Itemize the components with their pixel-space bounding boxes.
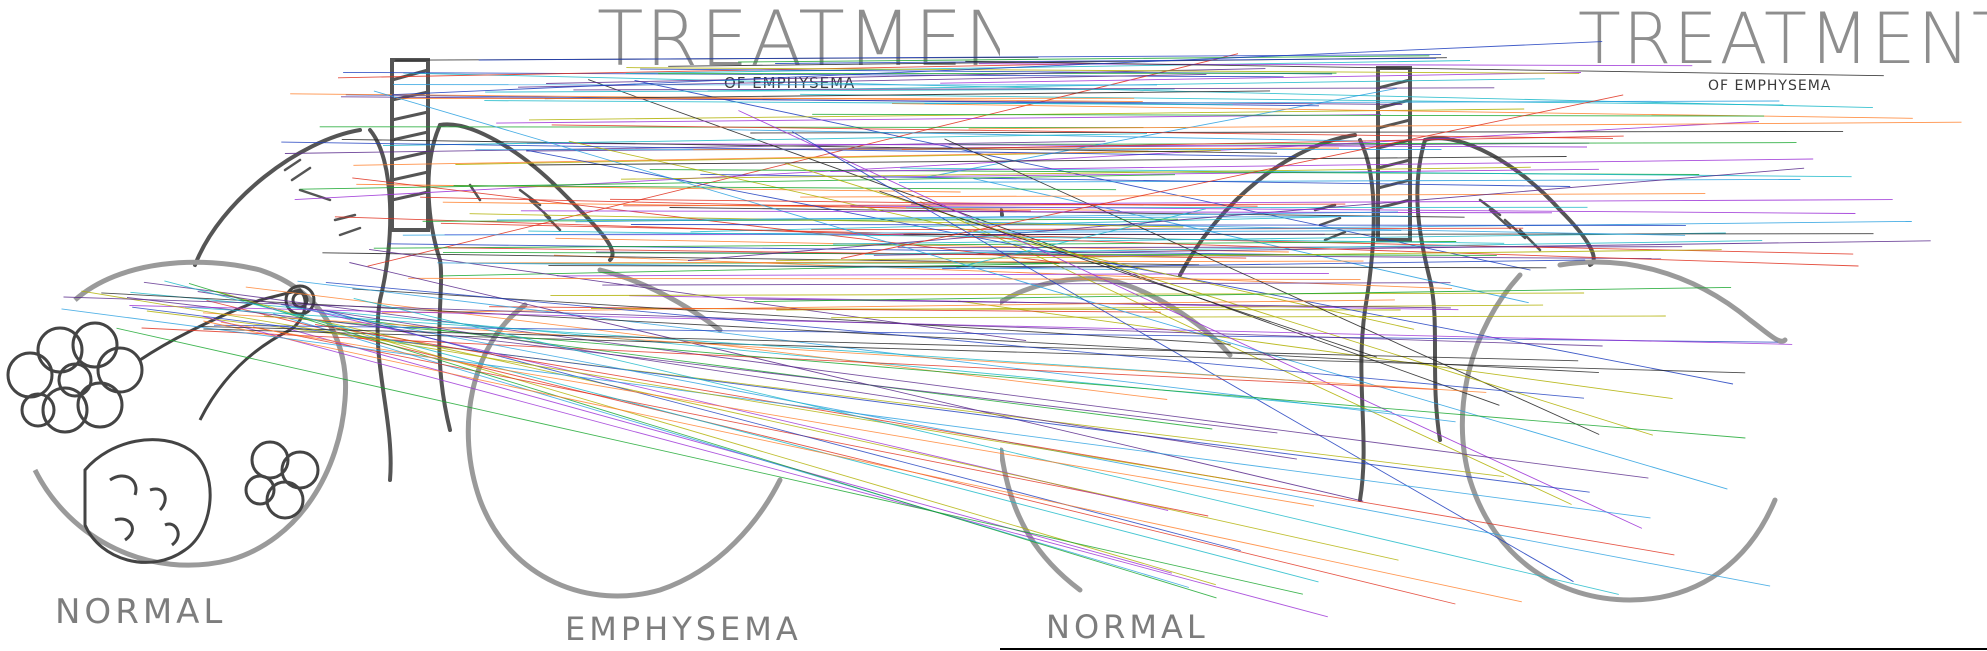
label-emphysema: EMPHYSEMA xyxy=(565,610,802,648)
lungs-drawing-left xyxy=(6,58,783,599)
left-image-panel: TREATMENT OF EMPHYSEMA xyxy=(6,0,1000,648)
right-image-panel: TREATMENT OF EMPHYSEMA NORMAL xyxy=(1000,0,1987,651)
label-normal-left: NORMAL xyxy=(55,592,227,632)
label-normal-right: NORMAL xyxy=(1046,608,1209,646)
lungs-drawing-right xyxy=(1000,66,1788,603)
divider-line xyxy=(1000,648,1987,650)
